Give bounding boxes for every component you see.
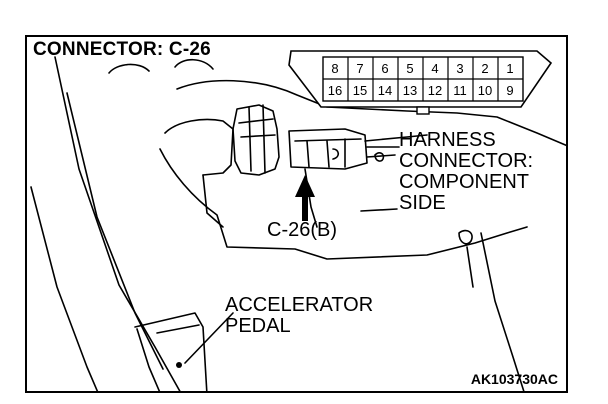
panel-edge-left [30, 186, 99, 391]
pin-3: 3 [456, 61, 463, 76]
harness-label-line-1: HARNESS [399, 129, 496, 151]
connector-id-label: C-26(B) [267, 219, 338, 241]
panel-edge-outer [54, 56, 181, 391]
pin-13: 13 [403, 83, 417, 98]
pin-16: 16 [328, 83, 342, 98]
connector-title: CONNECTOR: C-26 [33, 39, 211, 60]
accelerator-pedal-label: ACCELERATOR PEDAL [225, 295, 373, 337]
pin-11: 11 [453, 83, 467, 98]
side-leader [360, 208, 398, 212]
figure-code: AK103730AC [470, 371, 558, 387]
bracket-hole [374, 152, 385, 162]
pin-2: 2 [481, 61, 488, 76]
pedal-pivot-dot [176, 362, 182, 368]
harness-connector-body [288, 128, 368, 170]
right-post [480, 232, 525, 391]
pedal-label-line-2: PEDAL [225, 315, 291, 337]
dash-curve-top [108, 63, 150, 74]
pin-10: 10 [478, 83, 492, 98]
harness-label-line-3: COMPONENT [399, 171, 529, 193]
right-structure [458, 229, 473, 245]
illustration: 8 7 6 5 4 3 2 1 16 15 14 13 12 11 10 9 [30, 50, 566, 391]
diagram-frame: 8 7 6 5 4 3 2 1 16 15 14 13 12 11 10 9 C… [25, 35, 568, 393]
pin-5: 5 [406, 61, 413, 76]
connector-face: 8 7 6 5 4 3 2 1 16 15 14 13 12 11 10 9 [288, 50, 553, 115]
harness-wire-2 [366, 154, 396, 158]
pedal-body [134, 312, 208, 391]
harness-label-line-4: SIDE [399, 192, 446, 214]
pin-8: 8 [331, 61, 338, 76]
pin-12: 12 [428, 83, 442, 98]
dash-curve-top2 [174, 58, 214, 70]
pin-4: 4 [431, 61, 438, 76]
pedal-label-line-1: ACCELERATOR [225, 294, 374, 316]
dash-outline [176, 79, 566, 147]
bracket [164, 118, 234, 176]
component-connector [232, 104, 280, 176]
panel-edge-inner [66, 92, 164, 370]
harness-wire-1 [364, 134, 428, 142]
up-arrow [295, 175, 315, 221]
pin-14: 14 [378, 83, 392, 98]
pin-7: 7 [356, 61, 363, 76]
pin-15: 15 [353, 83, 367, 98]
pin-9: 9 [506, 83, 513, 98]
pin-1: 1 [506, 61, 513, 76]
pedal-lower [136, 328, 161, 391]
connector-latch [416, 106, 430, 115]
harness-connector-label: HARNESS CONNECTOR: COMPONENT SIDE [399, 130, 533, 214]
harness-label-line-2: CONNECTOR: [399, 150, 534, 172]
pin-6: 6 [381, 61, 388, 76]
bracket-lower [202, 174, 224, 228]
pedal-leader [184, 312, 234, 364]
